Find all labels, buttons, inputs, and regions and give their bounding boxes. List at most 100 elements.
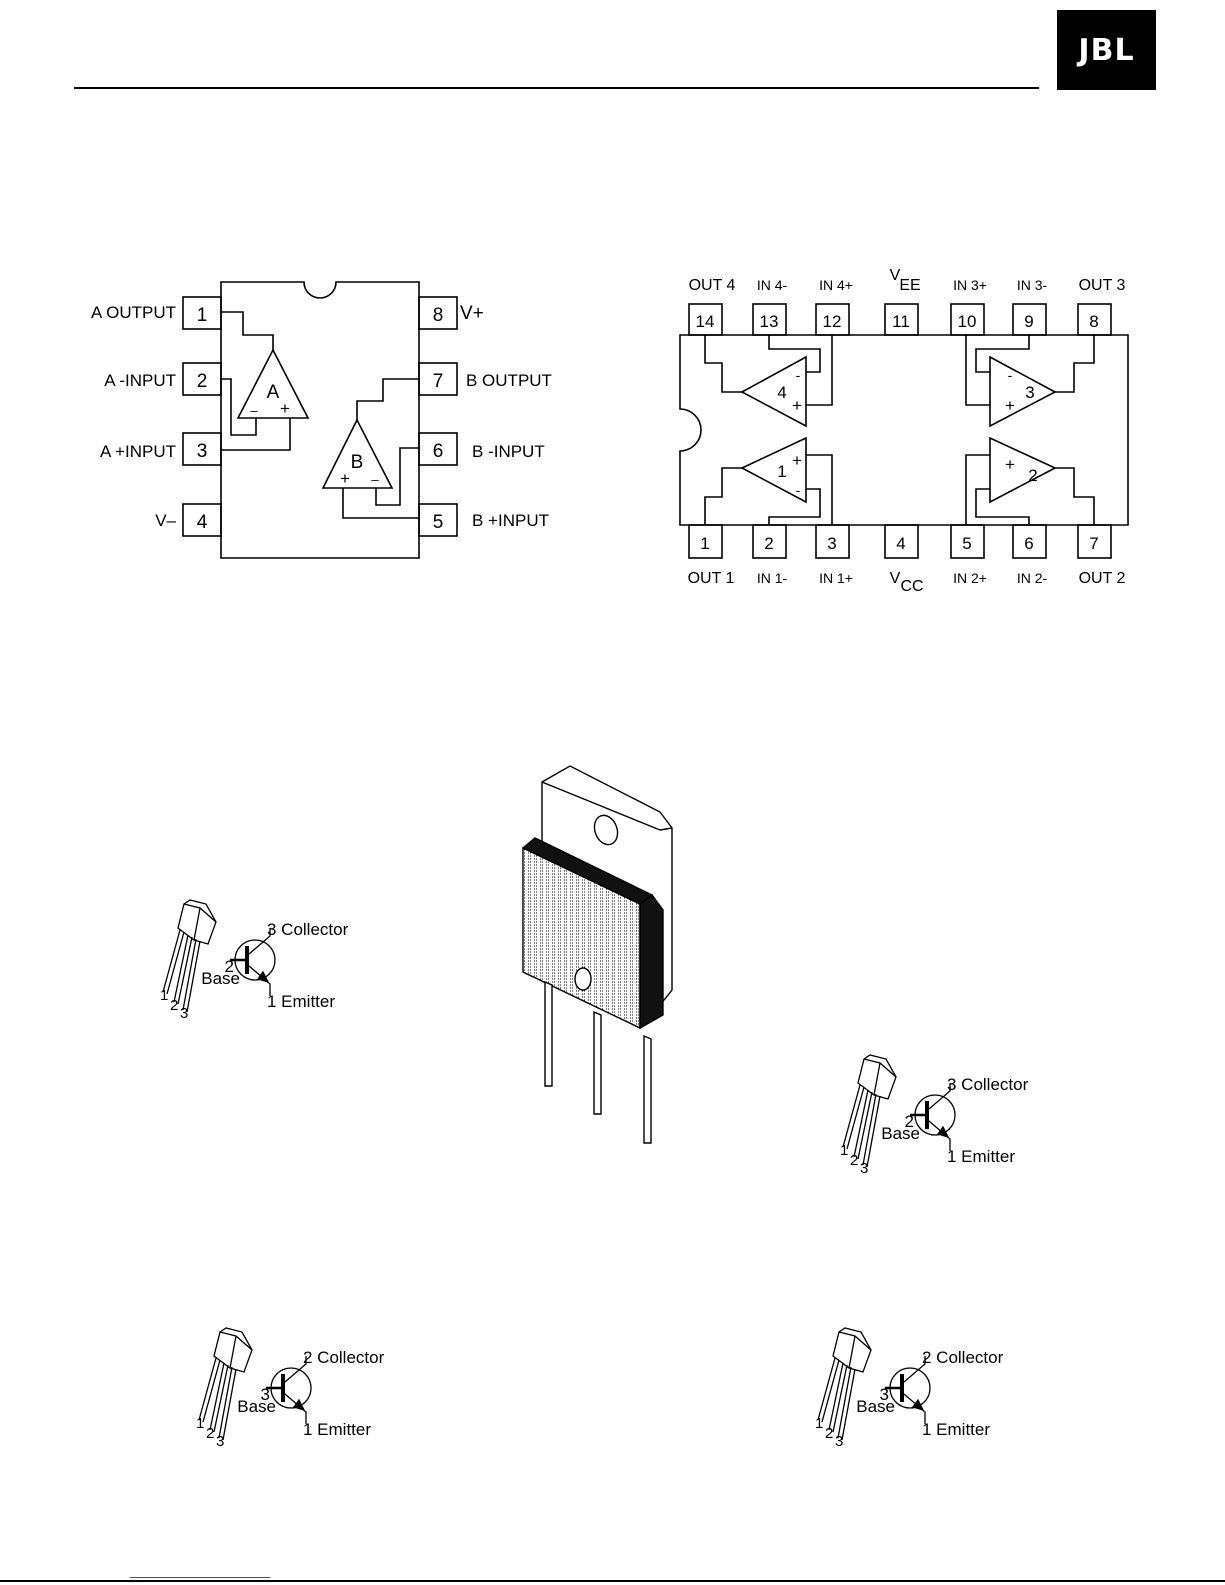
dip8-pin-num-2: 2 [197, 371, 208, 392]
dip14-pin-num-5: 5 [962, 534, 971, 553]
opamp-b-minus: – [371, 472, 379, 487]
transistor-base-number: 3 [880, 1385, 889, 1404]
dip14-pin-label-6: IN 2- [1017, 570, 1048, 586]
opamp-1-label: 1 [777, 462, 786, 481]
dip14-pin-label-7: OUT 2 [1079, 570, 1126, 587]
transistor-emitter-label: 1 Emitter [947, 1147, 1015, 1166]
to92-lead-2 [173, 934, 193, 1005]
transistor-emitter-lead [928, 1120, 951, 1151]
dip8-pin-box-8 [418, 296, 458, 330]
dip14-pin-num-11: 11 [892, 312, 910, 331]
transistor-emitter-label: 1 Emitter [922, 1420, 990, 1439]
dip8-pin-num-5: 5 [433, 512, 444, 533]
footer-link-underline [130, 1577, 270, 1578]
opamp-1-symbol [740, 436, 807, 504]
package-lead-2 [593, 1010, 602, 1115]
package-lead-1 [544, 980, 553, 1087]
transistor-collector-lead [928, 1083, 951, 1110]
transistor-base-label: Base [881, 1124, 920, 1143]
dip14-pin-label-4: V [890, 570, 901, 587]
transistor-collector-label: 2 Collector [303, 1348, 385, 1367]
dip8-pin-box-1 [182, 296, 222, 330]
to92-edge [873, 1062, 881, 1096]
to92-pin-number-2: 2 [170, 997, 178, 1014]
package-body-side [639, 894, 664, 1030]
transistor-emitter-label: 1 Emitter [303, 1420, 371, 1439]
to92-pin-number-1: 1 [196, 1415, 204, 1432]
opamp-a-symbol [236, 348, 310, 419]
dip14-pin-label-5: IN 2+ [953, 570, 987, 586]
header-rule [74, 87, 1039, 89]
transistor-emitter-arrow [911, 1398, 925, 1412]
dip8-pin-label-2: A -INPUT [104, 371, 176, 390]
to92-pin-number-3: 3 [860, 1160, 868, 1177]
opamp-b-symbol [321, 418, 394, 489]
dip14-pin-num-10: 10 [958, 312, 977, 331]
transistor-emitter-arrow [292, 1398, 306, 1412]
dip14-body [679, 334, 1129, 526]
transistor-collector-label: 3 Collector [267, 920, 349, 939]
transistor-base-number: 2 [905, 1112, 914, 1131]
dip14-pin-num-2: 2 [764, 534, 773, 553]
to92-top [219, 1327, 253, 1351]
opamp-2-plus: + [1005, 455, 1015, 474]
to92-lead-3 [182, 938, 201, 1013]
opamp-3-plus: + [1005, 396, 1015, 415]
dip8-pin-num-3: 3 [197, 441, 208, 462]
transistor-emitter-lead [248, 965, 271, 996]
to92-lead-1 [842, 1084, 865, 1150]
to92-edge [229, 1335, 237, 1369]
dip8-pin-num-6: 6 [433, 441, 444, 462]
dip8-pin-label-6: B -INPUT [472, 442, 545, 461]
dip14-pin-num-12: 12 [823, 312, 842, 331]
to92-pin-number-2: 2 [825, 1425, 833, 1442]
dip14-pin-num-13: 13 [760, 312, 779, 331]
dip8-pin-label-5: B +INPUT [472, 511, 549, 530]
to92-top [183, 899, 217, 923]
to92-lead-1 [162, 929, 185, 995]
opamp-3-label: 3 [1025, 383, 1034, 402]
dip8-pin-label-7: B OUTPUT [466, 371, 552, 390]
dip14-pin-label-4-sub: CC [900, 578, 923, 595]
opamp-b-plus: + [340, 469, 350, 488]
dip8-pin-box-5 [418, 503, 458, 537]
dip14-pin-label-1: OUT 1 [688, 570, 735, 587]
opamp-2-label: 2 [1028, 466, 1037, 485]
to92-pin-number-2: 2 [206, 1425, 214, 1442]
to92-pin-number-1: 1 [840, 1142, 848, 1159]
package-lead-3 [643, 1034, 652, 1144]
opamp-b-label: B [351, 452, 364, 473]
opamp-4-label: 4 [777, 383, 786, 402]
dip14-pin-num-3: 3 [827, 534, 836, 553]
jbl-logo: JBL [1057, 10, 1156, 90]
opamp-3-minus: - [1008, 367, 1013, 383]
opamp-1-plus: + [792, 451, 802, 470]
dip8-pin-label-8: V+ [460, 303, 484, 324]
package-mount-hole [593, 814, 619, 846]
transistor-base-label: Base [856, 1397, 895, 1416]
dip14-pin-label-8: OUT 3 [1079, 277, 1126, 294]
opamp-4-plus: + [792, 396, 802, 415]
dip14-pin-num-6: 6 [1024, 534, 1033, 553]
to92-pin-number-3: 3 [835, 1433, 843, 1450]
to92-top [863, 1054, 897, 1078]
opamp-4-symbol [740, 355, 807, 428]
dip14-pin-num-7: 7 [1089, 534, 1098, 553]
to92-edge [848, 1335, 856, 1369]
dip14-pin-label-11: V [890, 267, 901, 284]
transistor-base-number: 3 [261, 1385, 270, 1404]
transistor-base-label: Base [201, 969, 240, 988]
to92-lead-3 [837, 1366, 856, 1441]
dip8-pin-num-8: 8 [433, 305, 444, 326]
to92-edge [193, 907, 201, 941]
dip14-pin-box-5 [950, 524, 985, 559]
to92-top [838, 1327, 872, 1351]
to92-pin-number-1: 1 [160, 987, 168, 1004]
dip8-pin-num-7: 7 [433, 371, 444, 392]
